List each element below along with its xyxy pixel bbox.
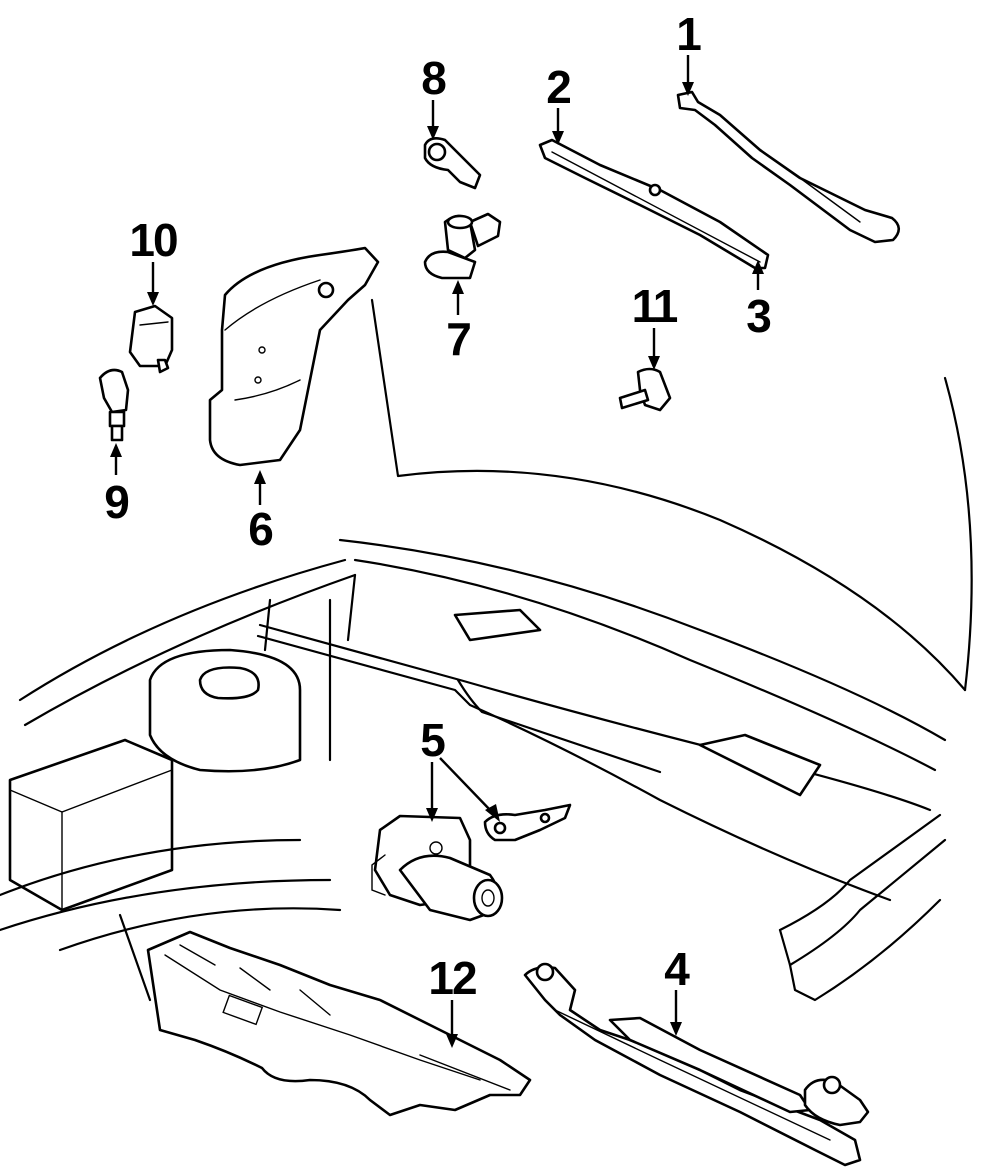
part-10-washer-pump [128,304,174,374]
callout-10: 10 [129,214,177,266]
vehicle-body-outline [0,298,973,1002]
part-2-wiper-blade [538,138,770,270]
callout-3: 3 [746,290,770,342]
part-7-pivot-nut [423,212,502,280]
part-5-motor-crank-arm [483,803,572,842]
callout-5: 5 [420,714,445,766]
part-8-clip [423,137,482,190]
part-4-wiper-linkage [523,962,870,1167]
callout-4: 4 [664,943,690,995]
part-12-cowl-cover [146,930,532,1117]
callout-numbers: 1 2 3 4 5 6 7 8 9 10 11 12 [104,8,772,1004]
part-6-washer-reservoir [208,246,380,467]
callout-1: 1 [676,8,701,60]
callout-8: 8 [421,52,446,104]
part-1-wiper-arm [676,90,901,244]
callout-2: 2 [546,61,570,113]
part-9-connector [98,368,130,442]
callout-7: 7 [446,313,470,365]
callout-9: 9 [104,476,128,528]
callout-12: 12 [428,952,476,1004]
callout-11: 11 [632,280,678,332]
callout-leaders [110,55,764,1048]
part-5-wiper-motor [371,814,504,922]
callout-6: 6 [248,503,272,555]
part-11-washer-nozzle [618,367,672,412]
